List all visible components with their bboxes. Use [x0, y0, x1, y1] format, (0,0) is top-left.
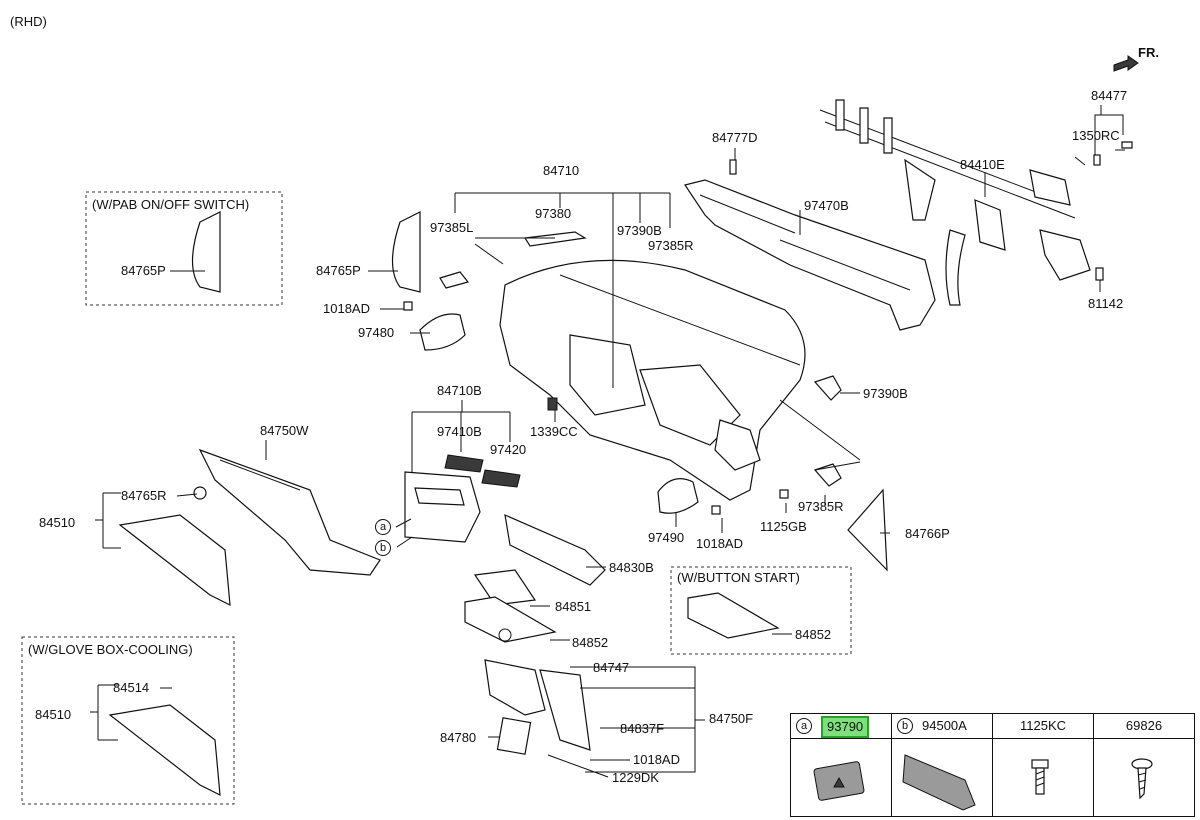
label-84750F: 84750F	[709, 711, 754, 726]
bracket-94500A-icon	[902, 754, 976, 811]
button-start-option-box	[670, 566, 852, 655]
side-cover-84765P	[391, 211, 421, 293]
center-fascia	[404, 454, 521, 543]
variant-label: (RHD)	[10, 14, 47, 29]
legend-part-93790: 93790	[821, 716, 870, 738]
front-indicator: FR.	[1138, 45, 1159, 60]
label-97385R-right: 97385R	[798, 499, 844, 514]
legend-cell-a: a 93790	[791, 714, 892, 816]
label-97480: 97480	[358, 325, 395, 340]
cover-84852	[464, 596, 557, 643]
side-cover-84766P	[847, 488, 888, 572]
label-97490: 97490	[648, 530, 685, 545]
label-84514: 84514	[113, 680, 150, 695]
label-97420: 97420	[490, 442, 527, 457]
cover-84851	[473, 569, 537, 606]
label-84510-cooling: 84510	[35, 707, 72, 722]
cowl-cross-bar-assembly	[819, 99, 1133, 306]
label-1229DK: 1229DK	[612, 770, 659, 785]
screw-69826-icon	[1131, 758, 1153, 800]
crash-pad-main	[499, 259, 806, 501]
label-81142: 81142	[1088, 296, 1124, 311]
callout-a: a	[375, 519, 391, 535]
label-1339CC: 1339CC	[530, 424, 578, 439]
legend-table: a 93790 b 94500A 1125KC 69826	[790, 713, 1195, 817]
label-84765P-pab: 84765P	[121, 263, 166, 278]
legend-mark-a: a	[796, 718, 812, 734]
legend-head-b: b 94500A	[892, 714, 992, 739]
lower-crash-pad	[198, 448, 381, 576]
vent-97390B	[813, 375, 842, 401]
vent-97490	[657, 478, 699, 514]
screw-1339CC	[547, 397, 558, 411]
label-84765P: 84765P	[316, 263, 361, 278]
label-84777D: 84777D	[712, 130, 758, 145]
glove-box	[108, 486, 231, 797]
screw-1018AD-left	[403, 301, 413, 311]
label-1125GB: 1125GB	[760, 519, 807, 534]
label-84477: 84477	[1091, 88, 1128, 103]
label-84852-button-start: 84852	[795, 627, 832, 642]
vent-97385R	[813, 463, 842, 487]
label-84510: 84510	[39, 515, 76, 530]
label-84766P: 84766P	[905, 526, 950, 541]
label-84750W: 84750W	[260, 423, 309, 438]
label-84765R: 84765R	[121, 488, 167, 503]
vent-97480	[419, 313, 466, 351]
label-97380: 97380	[535, 206, 572, 221]
label-97410B: 97410B	[437, 424, 482, 439]
screw-1125KC-icon	[1031, 759, 1049, 795]
legend-cell-d: 69826	[1094, 714, 1194, 816]
screw-1125GB	[779, 489, 789, 499]
front-arrow-icon	[1113, 55, 1139, 72]
label-84747: 84747	[593, 660, 630, 675]
label-1350RC: 1350RC	[1072, 128, 1120, 143]
cover-84852-button-start	[687, 592, 780, 639]
switch-93790-icon	[813, 761, 865, 801]
label-84830B: 84830B	[609, 560, 654, 575]
callout-b: b	[375, 540, 391, 556]
legend-part-69826: 69826	[1094, 714, 1194, 739]
label-97470B: 97470B	[804, 198, 849, 213]
label-84851: 84851	[555, 599, 592, 614]
label-84837F: 84837F	[620, 721, 665, 736]
label-84710: 84710	[543, 163, 580, 178]
legend-head-a: a 93790	[791, 714, 891, 739]
leader-lines	[90, 105, 1124, 778]
vent-97385L	[439, 271, 470, 289]
label-84410E: 84410E	[960, 157, 1005, 172]
cover-84830B	[504, 514, 606, 586]
vent-97380	[523, 231, 587, 247]
pab-option-box	[85, 191, 283, 306]
screw-1018AD-mid	[711, 505, 721, 515]
legend-cell-c: 1125KC	[993, 714, 1094, 816]
label-97385R-top: 97385R	[648, 238, 694, 253]
glove-cooling-option-box	[21, 636, 235, 805]
key-cylinder-hole	[498, 628, 512, 642]
label-97390B-right: 97390B	[863, 386, 908, 401]
legend-part-1125KC: 1125KC	[993, 714, 1093, 739]
legend-mark-b: b	[897, 718, 913, 734]
glove-cooling-note: (W/GLOVE BOX-COOLING)	[28, 642, 193, 657]
lower-panel-84750F	[484, 659, 591, 755]
label-1018AD-bottom: 1018AD	[633, 752, 680, 767]
button-start-note: (W/BUTTON START)	[677, 570, 800, 585]
side-cover-84765P-pab	[191, 211, 221, 293]
legend-cell-b: b 94500A	[892, 714, 993, 816]
legend-part-94500A: 94500A	[922, 718, 967, 733]
label-84780: 84780	[440, 730, 477, 745]
label-97390B-top: 97390B	[617, 223, 662, 238]
label-1018AD-mid: 1018AD	[696, 536, 743, 551]
label-1018AD-left: 1018AD	[323, 301, 370, 316]
pab-note: (W/PAB ON/OFF SWITCH)	[92, 197, 250, 212]
heater-duct	[684, 159, 936, 331]
label-84852: 84852	[572, 635, 609, 650]
label-97385L: 97385L	[430, 220, 474, 235]
label-84710B: 84710B	[437, 383, 482, 398]
